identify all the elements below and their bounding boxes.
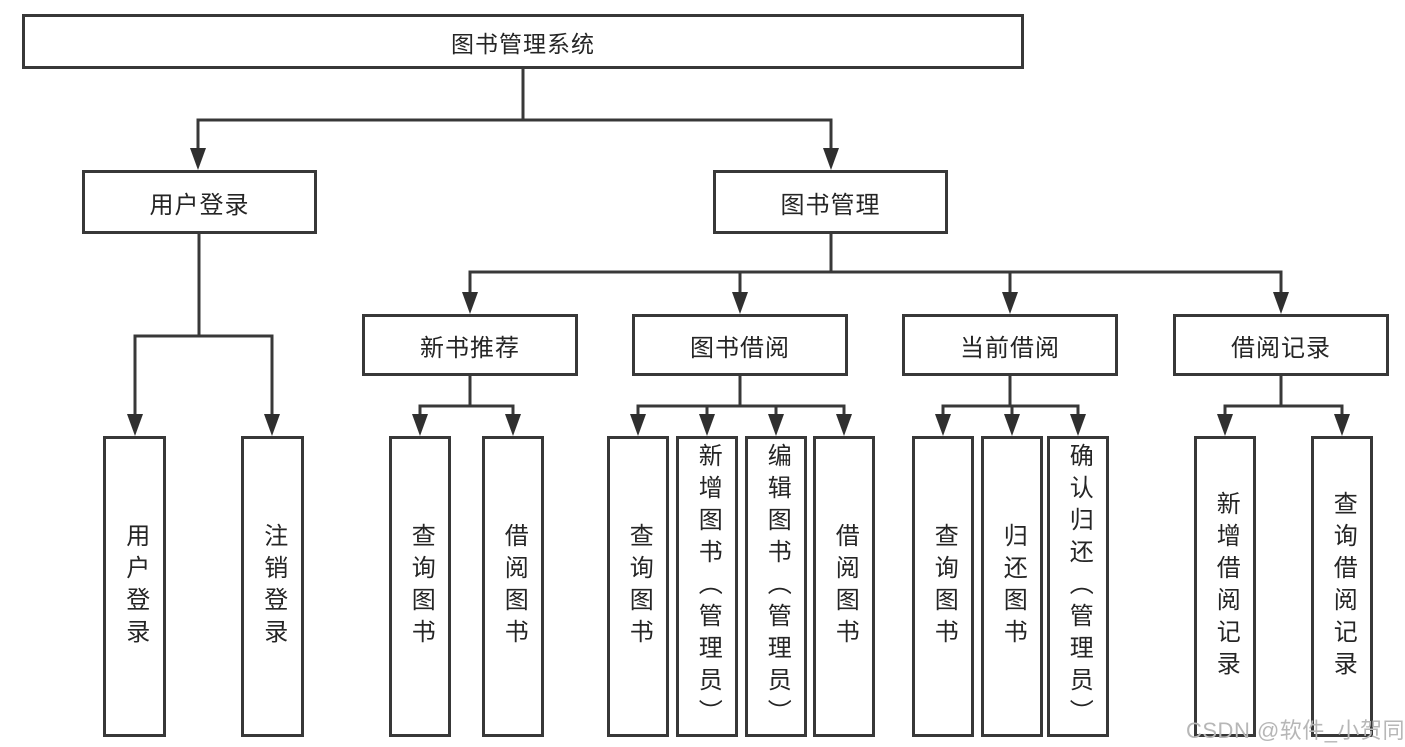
leaf-current-return: 归还图书 <box>981 436 1043 737</box>
arrowhead <box>935 414 951 436</box>
arrowhead <box>505 414 521 436</box>
leaf-newbook-borrow: 借阅图书 <box>482 436 544 737</box>
connector-new-book-rec <box>418 374 515 418</box>
leaf-records-add: 新增借阅记录 <box>1194 436 1256 737</box>
csdn-watermark: CSDN @软件_小贺同学 <box>1186 718 1405 743</box>
arrowhead <box>462 292 478 314</box>
arrowhead <box>1004 414 1020 436</box>
arrowhead <box>190 148 206 170</box>
arrowhead <box>823 148 839 170</box>
leaf-user-login: 用户登录 <box>103 436 166 737</box>
node-user-login: 用户登录 <box>82 170 317 234</box>
arrowhead <box>1217 414 1233 436</box>
connector-borrow-records <box>1223 374 1344 418</box>
arrowhead <box>732 292 748 314</box>
leaf-logout: 注销登录 <box>241 436 304 737</box>
arrowhead <box>1002 292 1018 314</box>
arrowhead <box>412 414 428 436</box>
arrowhead <box>1070 414 1086 436</box>
connector-user-login <box>133 232 274 418</box>
connector-book-borrow <box>636 374 846 418</box>
arrowhead <box>768 414 784 436</box>
connector-root <box>196 67 833 152</box>
node-new-book-rec: 新书推荐 <box>362 314 578 376</box>
arrowhead <box>127 414 143 436</box>
arrowhead <box>630 414 646 436</box>
leaf-borrow-borrow: 借阅图书 <box>813 436 875 737</box>
leaf-records-query: 查询借阅记录 <box>1311 436 1373 737</box>
arrowhead <box>699 414 715 436</box>
node-book-borrow: 图书借阅 <box>632 314 848 376</box>
leaf-borrow-edit-admin: 编辑图书（管理员） <box>745 436 807 737</box>
leaf-newbook-query: 查询图书 <box>389 436 451 737</box>
node-current-borrow: 当前借阅 <box>902 314 1118 376</box>
node-borrow-records: 借阅记录 <box>1173 314 1389 376</box>
node-book-management: 图书管理 <box>713 170 948 234</box>
arrowhead <box>1334 414 1350 436</box>
arrowhead <box>836 414 852 436</box>
leaf-current-confirm-admin: 确认归还（管理员） <box>1047 436 1109 737</box>
connector-book-management <box>468 232 1283 296</box>
connector-current-borrow <box>941 374 1080 418</box>
leaf-current-query: 查询图书 <box>912 436 974 737</box>
leaf-borrow-query: 查询图书 <box>607 436 669 737</box>
arrowhead <box>1273 292 1289 314</box>
leaf-borrow-add-admin: 新增图书（管理员） <box>676 436 738 737</box>
node-root: 图书管理系统 <box>22 14 1024 69</box>
arrowhead <box>264 414 280 436</box>
